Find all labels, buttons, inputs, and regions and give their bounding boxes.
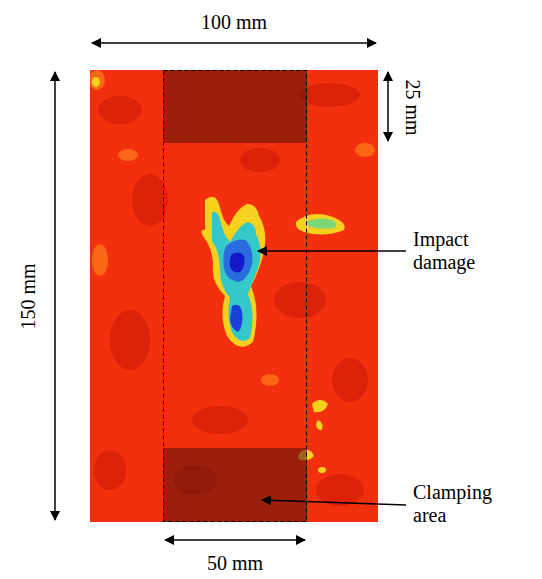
leader-arrows [258, 251, 406, 505]
callout-label: Clamping area [413, 481, 513, 527]
dimension-label: 100 mm [201, 11, 267, 34]
scan-image [90, 70, 378, 522]
dimension-label: 25 mm [401, 79, 424, 135]
callout-label: Impact damage [413, 228, 513, 274]
dimension-arrows [55, 43, 388, 540]
dimension-label: 50 mm [207, 552, 263, 575]
dimension-label: 150 mm [17, 263, 40, 329]
